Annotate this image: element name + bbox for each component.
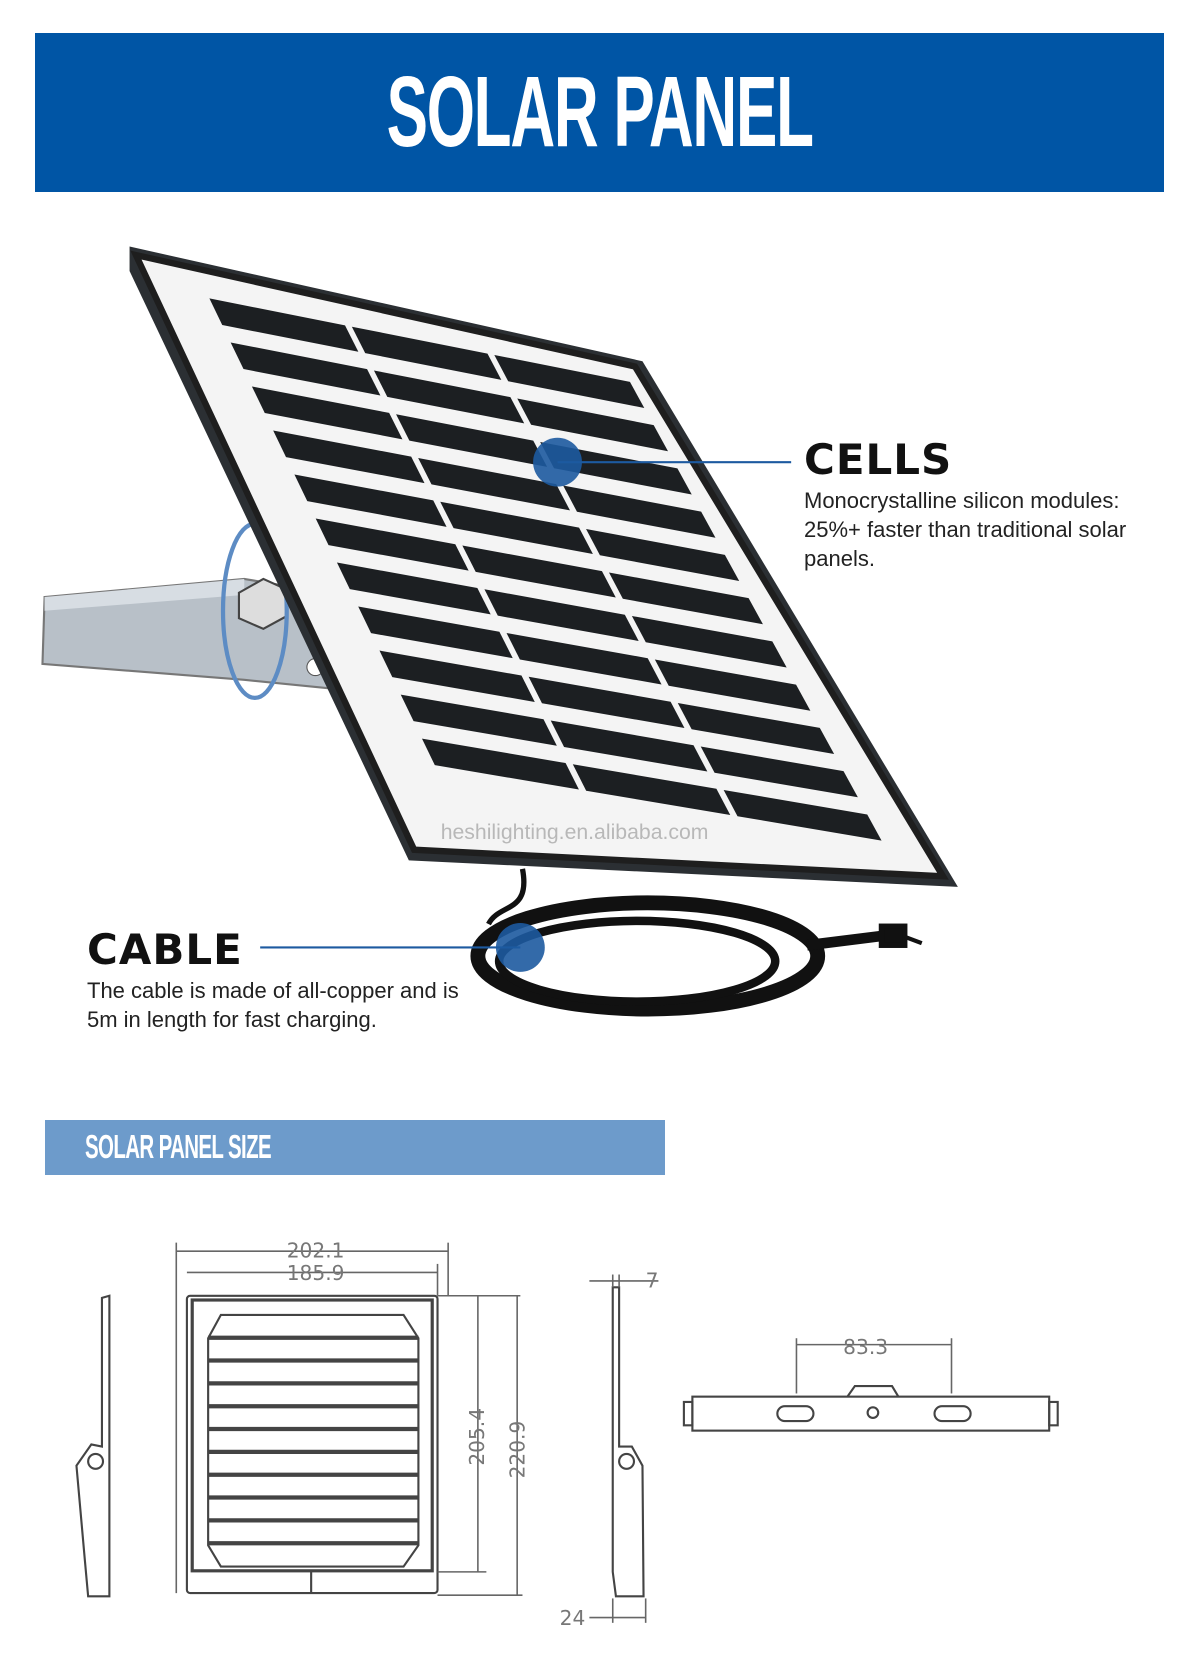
solar-cell (209, 298, 359, 352)
page-title: SOLAR PANEL (386, 56, 813, 168)
solar-cell (494, 354, 645, 409)
solar-cell (336, 562, 491, 615)
solar-cell (723, 789, 882, 841)
dimension-lines (175, 1242, 953, 1623)
solar-cell (373, 370, 525, 424)
solar-cell (418, 457, 570, 511)
solar-panel (129, 246, 958, 887)
solar-cell (400, 694, 557, 746)
solar-cell (608, 572, 763, 625)
solar-cell (251, 386, 403, 440)
cable-description: The cable is made of all-copper and is 5… (87, 978, 459, 1032)
solar-cell (677, 702, 835, 755)
front-view (185, 1294, 439, 1595)
solar-cell (484, 589, 639, 641)
dim-inner-width: 185.9 (287, 1261, 345, 1285)
size-section-header: SOLAR PANEL SIZE (45, 1120, 665, 1175)
solar-cell (315, 518, 469, 571)
solar-cell (294, 474, 447, 527)
bottom-view (682, 1384, 1059, 1432)
cells-callout: CELLS Monocrystalline silicon modules: 2… (804, 435, 1164, 573)
solar-cell (440, 501, 593, 554)
cells-callout-dot (533, 437, 582, 487)
title-banner: SOLAR PANEL (35, 33, 1164, 192)
side-view-left (75, 1294, 111, 1598)
solar-cell (230, 342, 381, 396)
dim-inner-height: 205.4 (465, 1408, 489, 1466)
solar-cell (631, 615, 787, 668)
dim-hole-spacing: 83.3 (843, 1335, 888, 1359)
size-section-title: SOLAR PANEL SIZE (85, 1128, 272, 1165)
solar-cell (586, 528, 740, 582)
solar-cell (550, 720, 708, 772)
solar-cell (506, 633, 662, 685)
watermark: heshilighting.en.alibaba.com (441, 821, 709, 844)
solar-cell (563, 485, 716, 538)
solar-cell (396, 414, 548, 467)
solar-cell (421, 738, 579, 790)
dim-thickness: 7 (646, 1268, 659, 1292)
solar-cell (517, 398, 669, 452)
cells-title: CELLS (804, 435, 953, 484)
cells-description: Monocrystalline silicon modules: 25%+ fa… (804, 488, 1127, 571)
dim-outer-width: 202.1 (287, 1239, 345, 1263)
solar-cell (273, 430, 425, 484)
solar-cell (379, 650, 535, 702)
dim-outer-height: 220.9 (506, 1421, 530, 1479)
solar-cell (528, 676, 685, 729)
solar-cell (351, 326, 502, 380)
solar-cell (572, 764, 731, 816)
cable-title: CABLE (87, 925, 243, 974)
cable-callout: CABLE The cable is made of all-copper an… (87, 925, 477, 1034)
solar-cell (654, 659, 811, 711)
solar-cell (358, 606, 513, 659)
solar-cell (700, 746, 858, 798)
side-view-right (611, 1286, 645, 1598)
cable-coil (470, 868, 923, 1017)
solar-cell (462, 545, 616, 598)
dim-bracket-depth: 24 (560, 1606, 586, 1630)
cable-callout-dot (495, 923, 545, 972)
